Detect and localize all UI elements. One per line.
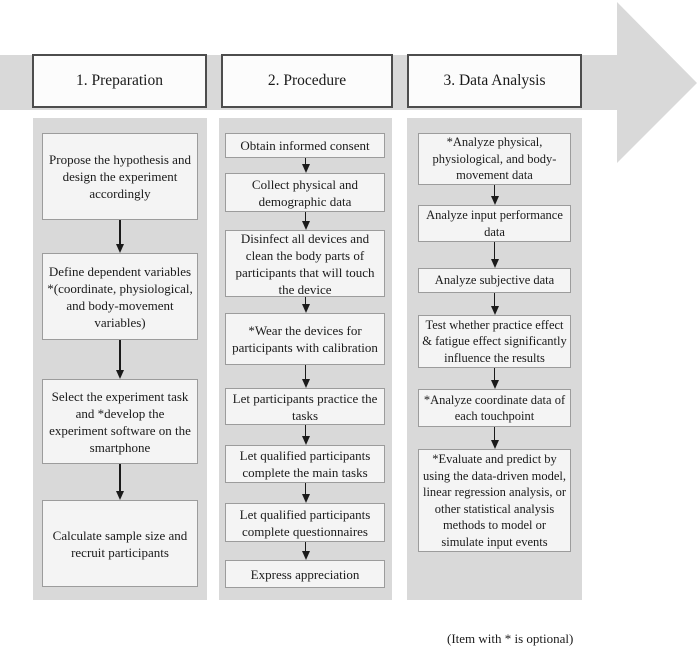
flow-step: *Evaluate and predict by using the data-…	[418, 449, 571, 552]
down-arrow-icon	[490, 242, 500, 268]
down-arrow-icon	[301, 425, 311, 445]
down-arrow-icon	[490, 185, 500, 205]
flow-step: Test whether practice effect & fatigue e…	[418, 315, 571, 368]
footnote: (Item with * is optional)	[447, 631, 574, 646]
flow-step: *Analyze coordinate data of each touchpo…	[418, 389, 571, 427]
flow-step: Disinfect all devices and clean the body…	[225, 230, 385, 297]
down-arrow-icon	[301, 297, 311, 313]
stage-header-preparation: 1. Preparation	[32, 54, 207, 108]
flow-step: Calculate sample size and recruit partic…	[42, 500, 198, 587]
flow-step: Express appreciation	[225, 560, 385, 588]
down-arrow-icon	[490, 293, 500, 315]
flow-step: Define dependent variables *(coordinate,…	[42, 253, 198, 340]
stage-panel-preparation: Propose the hypothesis and design the ex…	[33, 118, 207, 600]
flow-step: Select the experiment task and *develop …	[42, 379, 198, 464]
flow-step: Analyze subjective data	[418, 268, 571, 293]
flow-step: *Analyze physical, physiological, and bo…	[418, 133, 571, 185]
flow-step: Let qualified participants complete ques…	[225, 503, 385, 542]
down-arrow-icon	[115, 340, 125, 379]
down-arrow-icon	[301, 542, 311, 560]
down-arrow-icon	[490, 368, 500, 389]
flow-step: Propose the hypothesis and design the ex…	[42, 133, 198, 220]
stage-panel-procedure: Obtain informed consent Collect physical…	[219, 118, 392, 600]
down-arrow-icon	[301, 365, 311, 388]
down-arrow-icon	[301, 212, 311, 230]
flow-step: Let participants practice the tasks	[225, 388, 385, 425]
stage-header-label: 3. Data Analysis	[443, 72, 546, 89]
stage-header-data-analysis: 3. Data Analysis	[407, 54, 582, 108]
flow-step: Obtain informed consent	[225, 133, 385, 158]
flow-step: Let qualified participants complete the …	[225, 445, 385, 483]
flow-step: Analyze input performance data	[418, 205, 571, 242]
down-arrow-icon	[301, 158, 311, 173]
flow-step: *Wear the devices for participants with …	[225, 313, 385, 365]
flow-step: Collect physical and demographic data	[225, 173, 385, 212]
down-arrow-icon	[490, 427, 500, 449]
stage-header-label: 2. Procedure	[267, 72, 347, 89]
stage-header-label: 1. Preparation	[76, 72, 163, 89]
down-arrow-icon	[115, 464, 125, 500]
down-arrow-icon	[115, 220, 125, 253]
stage-header-procedure: 2. Procedure	[221, 54, 393, 108]
down-arrow-icon	[301, 483, 311, 503]
stage-panel-data-analysis: *Analyze physical, physiological, and bo…	[407, 118, 582, 600]
